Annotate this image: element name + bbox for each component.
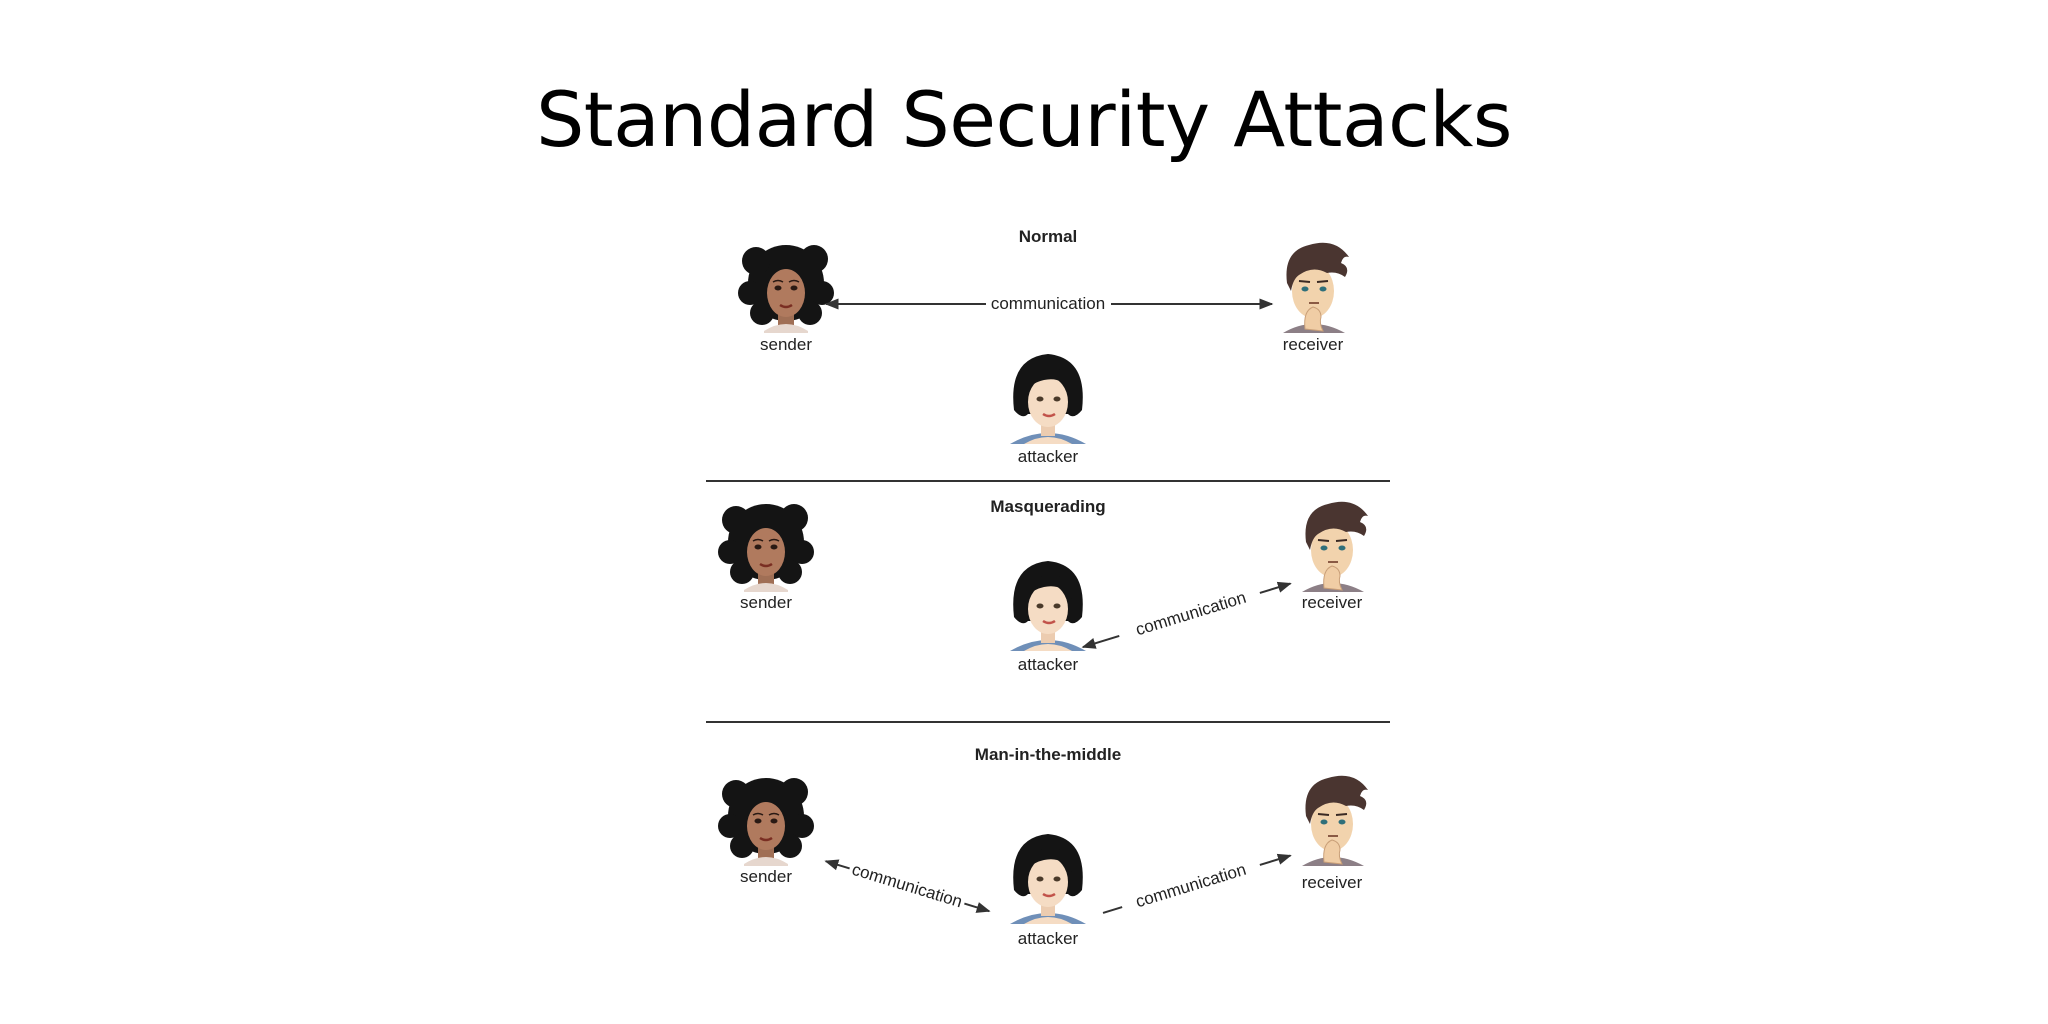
- panel-title-man-in-the-middle: Man-in-the-middle: [975, 745, 1121, 764]
- communication-link-right: communication: [1102, 853, 1292, 914]
- communication-line: [1102, 906, 1123, 914]
- receiver-avatar: [1301, 500, 1369, 593]
- slide-title: Standard Security Attacks: [536, 75, 1512, 164]
- receiver-label: receiver: [1302, 873, 1363, 892]
- attacker-label: attacker: [1018, 655, 1079, 674]
- communication-label: communication: [991, 294, 1105, 313]
- attacker-label: attacker: [1018, 447, 1079, 466]
- communication-arrow-right: [1259, 853, 1292, 866]
- communication-arrow-left: [1081, 634, 1120, 649]
- attacker-avatar: [1008, 559, 1088, 653]
- panel-man-in-the-middle: Man-in-the-middle sender receiver attack…: [716, 745, 1369, 948]
- communication-arrow-right: [1259, 581, 1292, 594]
- sender-avatar: [716, 502, 816, 594]
- sender-label: sender: [760, 335, 812, 354]
- attacker-avatar: [1008, 352, 1088, 446]
- communication-link-left: communication: [824, 859, 991, 913]
- panel-title-normal: Normal: [1019, 227, 1078, 246]
- sender-label: sender: [740, 867, 792, 886]
- communication-link: communication: [1081, 581, 1292, 649]
- sender-label: sender: [740, 593, 792, 612]
- receiver-label: receiver: [1283, 335, 1344, 354]
- communication-label: communication: [1133, 860, 1248, 912]
- communication-label: communication: [1133, 588, 1248, 640]
- communication-arrow-left: [824, 859, 850, 871]
- receiver-label: receiver: [1302, 593, 1363, 612]
- panel-masquerading: Masquerading sender receiver attacker co…: [716, 497, 1369, 674]
- receiver-avatar: [1301, 774, 1369, 867]
- panel-normal: Normal sender receiver communication att…: [736, 227, 1350, 466]
- attacker-avatar: [1008, 832, 1088, 926]
- communication-label: communication: [850, 860, 965, 912]
- sender-avatar: [736, 243, 836, 335]
- attacker-label: attacker: [1018, 929, 1079, 948]
- sender-avatar: [716, 776, 816, 868]
- communication-arrow-right: [964, 902, 991, 913]
- panel-title-masquerading: Masquerading: [990, 497, 1105, 516]
- receiver-avatar: [1282, 241, 1350, 334]
